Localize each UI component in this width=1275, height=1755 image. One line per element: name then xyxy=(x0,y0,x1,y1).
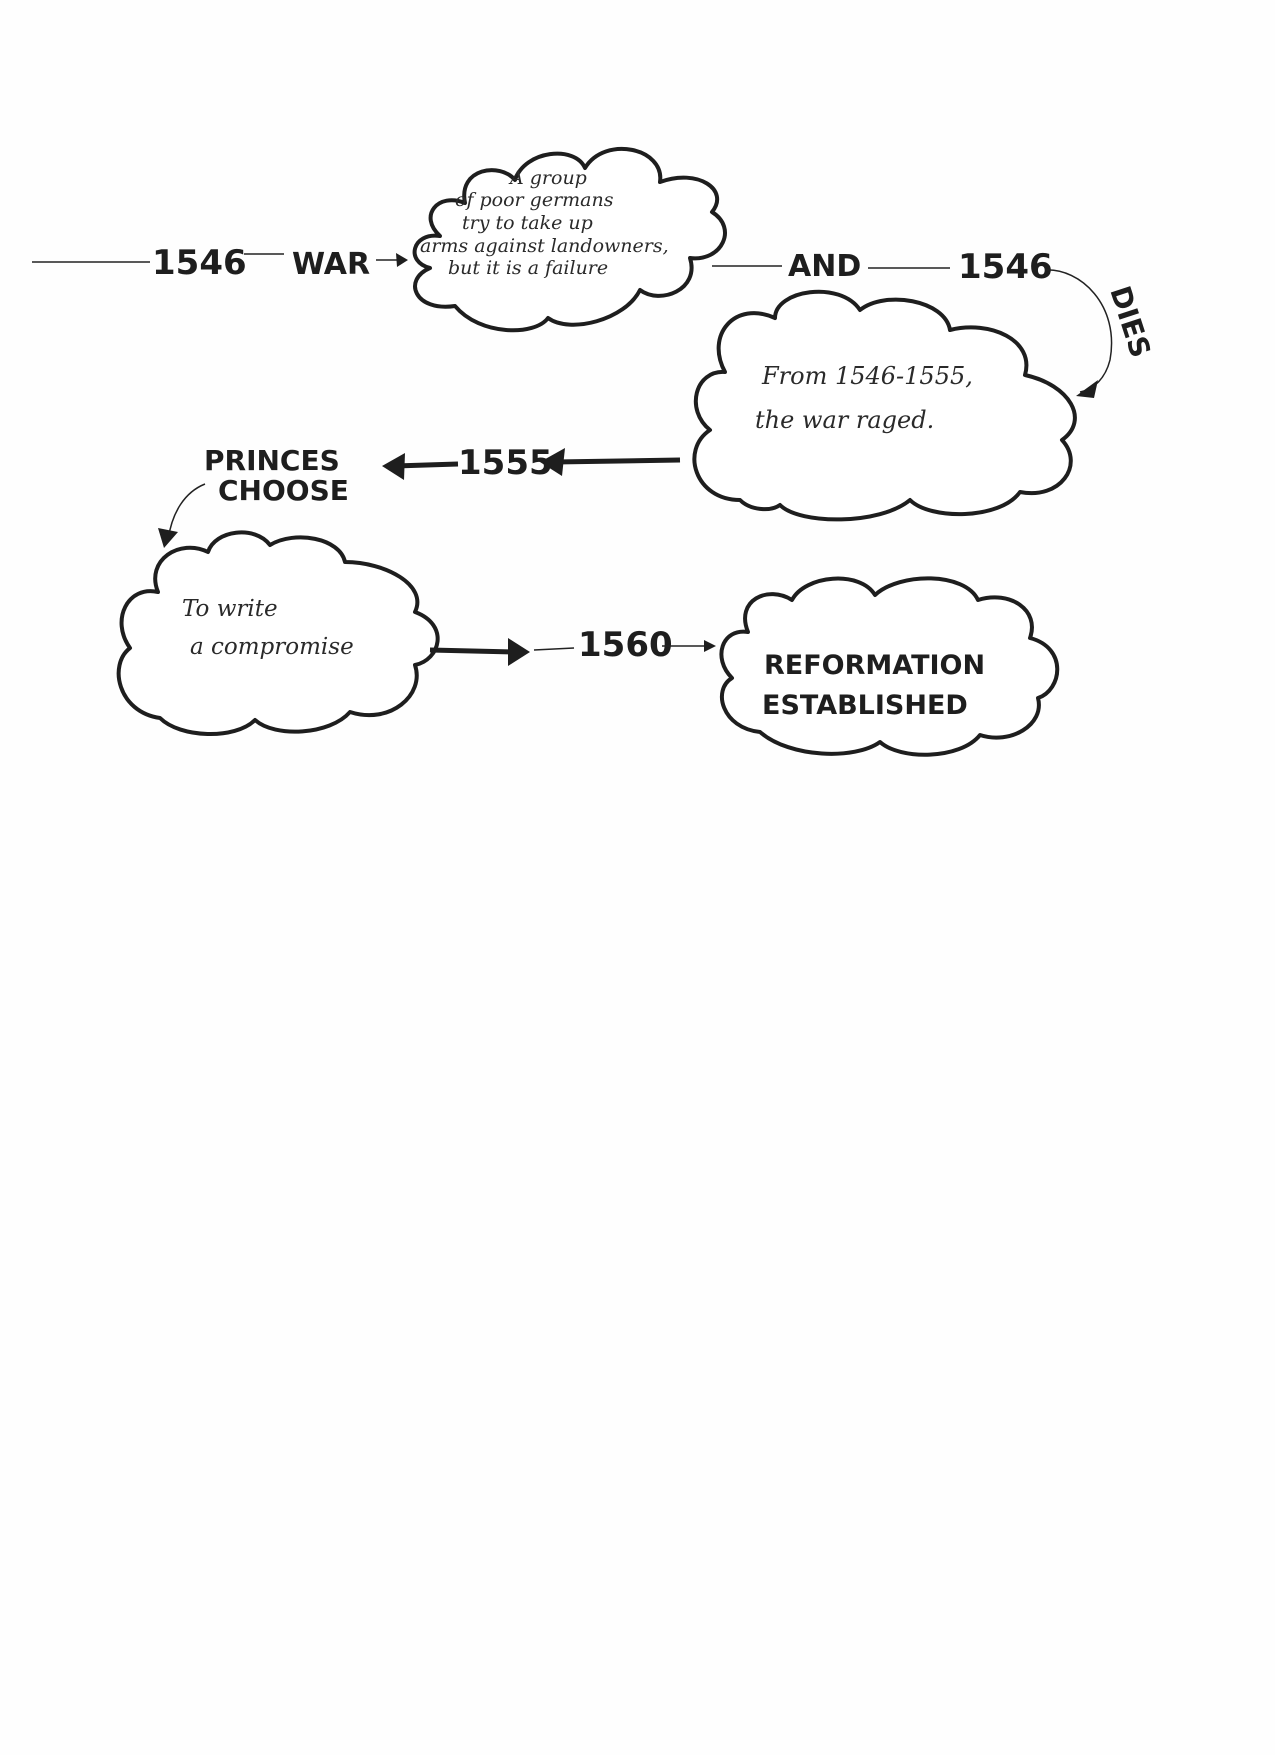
arrow-to-1555-line xyxy=(554,457,681,465)
year-1555-label: 1555 xyxy=(458,443,553,483)
dies-curve xyxy=(1044,269,1113,393)
arrow-to-1560-line xyxy=(429,647,516,655)
connector-line xyxy=(533,647,575,651)
war-raged-text: From 1546-1555, the war raged. xyxy=(755,362,981,434)
year-1560-label: 1560 xyxy=(578,625,673,665)
compromise-line-2: a compromise xyxy=(190,634,354,660)
arrow-to-1555-head xyxy=(540,448,565,476)
second-year-label: 1546 xyxy=(958,247,1053,287)
compromise-line-1: To write xyxy=(182,596,278,622)
reformation-text: REFORMATION ESTABLISHED xyxy=(762,650,995,721)
peasants-line-4: arms against landowners, xyxy=(420,235,669,257)
reformation-line-1: REFORMATION xyxy=(764,650,985,681)
war-raged-cloud xyxy=(692,289,1077,522)
arrow-to-princes-head xyxy=(382,453,405,480)
princes-arrow-head xyxy=(158,528,178,548)
war-raged-line-2: the war raged. xyxy=(755,406,934,434)
arrow-to-reformation-head xyxy=(704,640,716,652)
peasants-line-1: A group xyxy=(508,167,587,189)
princes-line-2: CHOOSE xyxy=(218,474,349,507)
compromise-cloud xyxy=(116,530,440,737)
peasants-line-5: but it is a failure xyxy=(448,257,608,279)
start-year-label: 1546 xyxy=(152,243,247,283)
reformation-line-2: ESTABLISHED xyxy=(762,690,968,721)
dies-arrow-head xyxy=(1076,380,1098,398)
peasants-cloud xyxy=(412,146,727,333)
reformation-cloud xyxy=(719,576,1060,757)
peasants-line-3: try to take up xyxy=(462,212,593,234)
princes-line-1: PRINCES xyxy=(204,444,340,477)
arrow-to-1560-head xyxy=(508,638,530,666)
war-arrow-head xyxy=(396,253,408,267)
war-label: WAR xyxy=(292,247,370,282)
arrow-to-princes-line xyxy=(394,461,459,469)
and-label: AND xyxy=(788,249,861,284)
princes-label: PRINCES CHOOSE xyxy=(204,444,350,507)
war-raged-line-1: From 1546-1555, xyxy=(761,362,973,390)
compromise-text: To write a compromise xyxy=(182,596,354,660)
peasants-text: A group of poor germans try to take up a… xyxy=(420,167,675,279)
peasants-line-2: of poor germans xyxy=(455,189,614,211)
